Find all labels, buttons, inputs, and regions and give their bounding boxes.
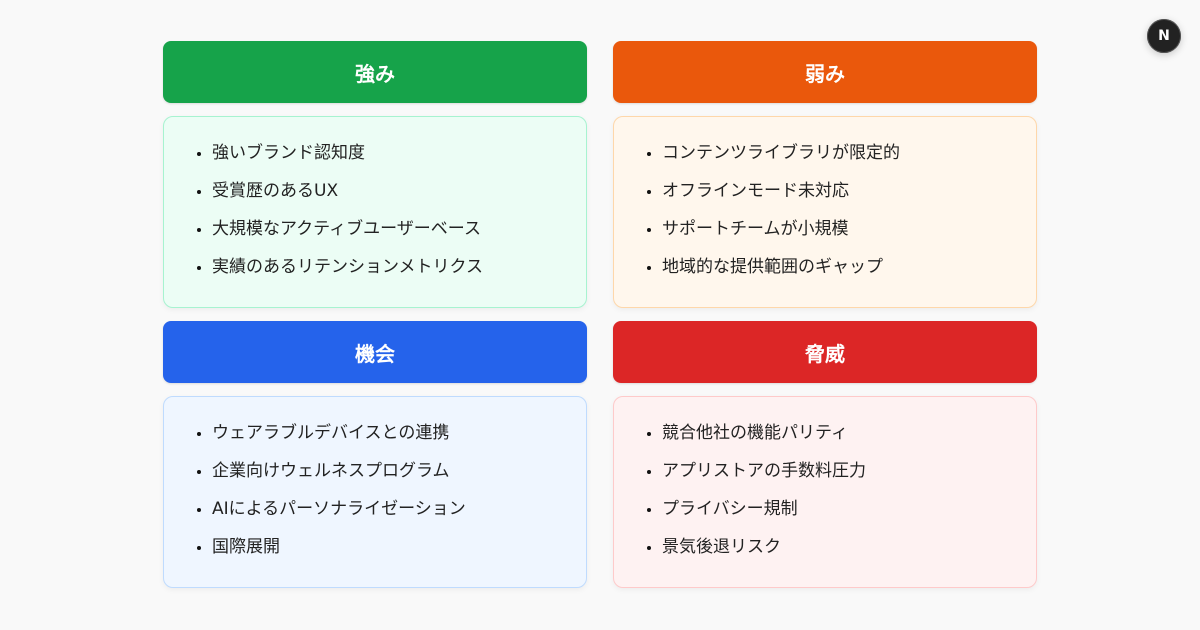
opportunities-list: ウェアラブルデバイスとの連携 企業向けウェルネスプログラム AIによるパーソナラ… [212,421,566,573]
threats-list: 競合他社の機能パリティ アプリストアの手数料圧力 プライバシー規制 景気後退リス… [662,421,1016,573]
list-item: 国際展開 [212,535,566,573]
list-item: AIによるパーソナライゼーション [212,497,566,535]
threats-card: 競合他社の機能パリティ アプリストアの手数料圧力 プライバシー規制 景気後退リス… [613,396,1037,588]
strengths-list: 強いブランド認知度 受賞歴のあるUX 大規模なアクティブユーザーベース 実績のあ… [212,141,566,293]
weaknesses-card: コンテンツライブラリが限定的 オフラインモード未対応 サポートチームが小規模 地… [613,116,1037,308]
weaknesses-list: コンテンツライブラリが限定的 オフラインモード未対応 サポートチームが小規模 地… [662,141,1016,293]
list-item: 競合他社の機能パリティ [662,421,1016,459]
list-item: サポートチームが小規模 [662,217,1016,255]
threats-header: 脅威 [613,321,1037,383]
list-item: プライバシー規制 [662,497,1016,535]
list-item: コンテンツライブラリが限定的 [662,141,1016,179]
badge-label: N [1158,28,1170,44]
opportunities-title: 機会 [355,341,395,366]
opportunities-header: 機会 [163,321,587,383]
list-item: 強いブランド認知度 [212,141,566,179]
strengths-quadrant: 強み 強いブランド認知度 受賞歴のあるUX 大規模なアクティブユーザーベース 実… [163,41,587,308]
weaknesses-quadrant: 弱み コンテンツライブラリが限定的 オフラインモード未対応 サポートチームが小規… [613,41,1037,308]
list-item: 実績のあるリテンションメトリクス [212,255,566,293]
list-item: ウェアラブルデバイスとの連携 [212,421,566,459]
list-item: アプリストアの手数料圧力 [662,459,1016,497]
list-item: 受賞歴のあるUX [212,179,566,217]
opportunities-card: ウェアラブルデバイスとの連携 企業向けウェルネスプログラム AIによるパーソナラ… [163,396,587,588]
threats-title: 脅威 [805,341,845,366]
list-item: 大規模なアクティブユーザーベース [212,217,566,255]
threats-quadrant: 脅威 競合他社の機能パリティ アプリストアの手数料圧力 プライバシー規制 景気後… [613,321,1037,588]
weaknesses-title: 弱み [805,61,845,86]
weaknesses-header: 弱み [613,41,1037,103]
opportunities-quadrant: 機会 ウェアラブルデバイスとの連携 企業向けウェルネスプログラム AIによるパー… [163,321,587,588]
list-item: 企業向けウェルネスプログラム [212,459,566,497]
strengths-card: 強いブランド認知度 受賞歴のあるUX 大規模なアクティブユーザーベース 実績のあ… [163,116,587,308]
strengths-title: 強み [355,61,395,86]
list-item: 地域的な提供範囲のギャップ [662,255,1016,293]
list-item: オフラインモード未対応 [662,179,1016,217]
next-logo-icon[interactable]: N [1147,19,1181,53]
strengths-header: 強み [163,41,587,103]
list-item: 景気後退リスク [662,535,1016,573]
